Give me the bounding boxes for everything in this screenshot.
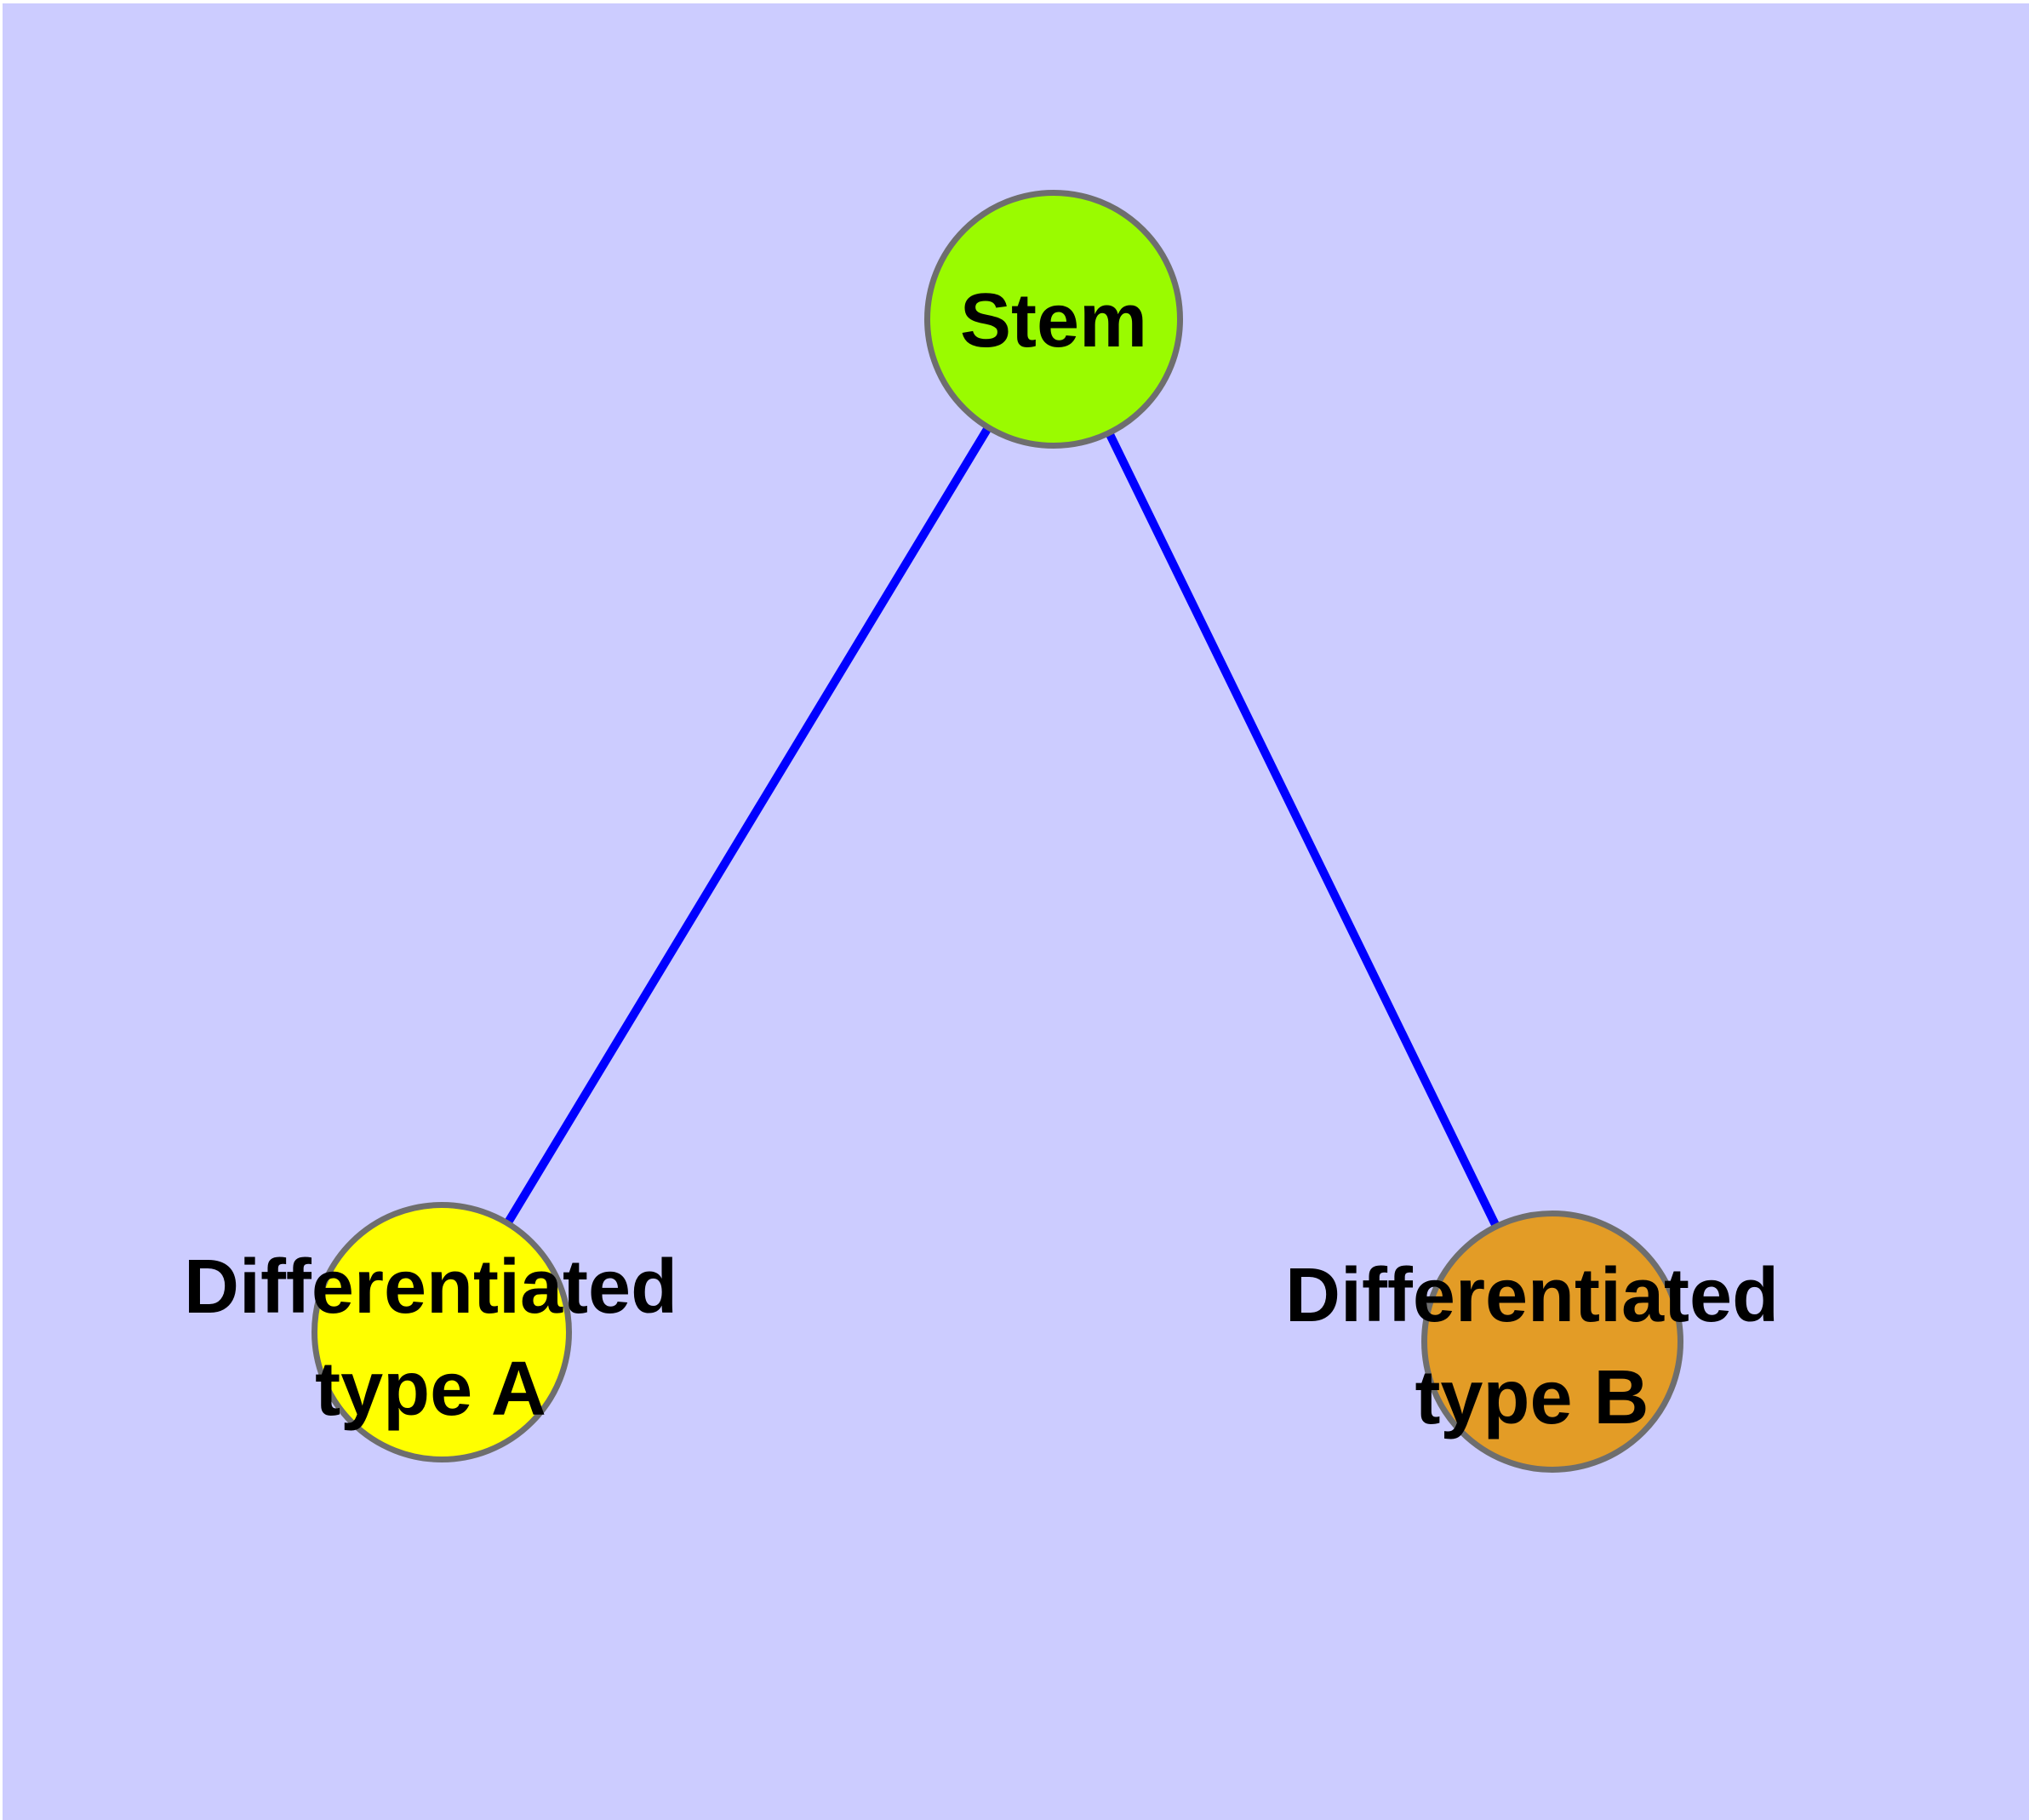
edge-stem-to-type-a xyxy=(437,317,1058,1335)
node-stem-circle xyxy=(924,190,1183,449)
edge-stem-to-type-b xyxy=(1049,317,1557,1344)
node-a-label-line2: type A xyxy=(315,1347,546,1432)
node-stem-label: Stem xyxy=(960,270,1147,372)
node-a-label-line1: Differentiated xyxy=(183,1245,678,1330)
node-stem-label-text: Stem xyxy=(959,278,1148,363)
node-differentiated-type-b-circle xyxy=(1421,1210,1683,1473)
node-b-label-line1: Differentiated xyxy=(1284,1253,1780,1338)
node-differentiated-type-a-circle xyxy=(311,1202,572,1462)
node-differentiated-type-b-label: Differentiated type B xyxy=(1285,1245,1779,1449)
node-differentiated-type-a-label: Differentiated type A xyxy=(184,1236,677,1440)
node-b-label-line2: type B xyxy=(1415,1355,1649,1440)
